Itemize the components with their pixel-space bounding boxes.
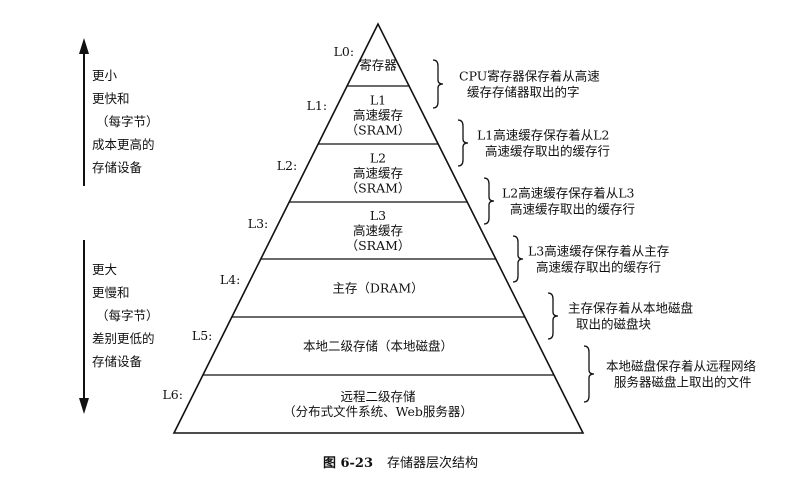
top-side-line: 存储设备 xyxy=(92,160,143,175)
level-note-line: L2高速缓存保存着从L3 xyxy=(502,186,635,201)
brace-icon xyxy=(483,177,495,225)
figure-caption: 图 6-23 存储器层次结构 xyxy=(0,452,801,471)
brace-icon xyxy=(432,59,444,109)
level-content-line: （分布式文件系统、Web服务器） xyxy=(283,404,473,419)
level-content-line: 寄存器 xyxy=(359,58,397,73)
brace-icon xyxy=(457,119,469,167)
bottom-side-line: 差别更低的 xyxy=(92,331,155,346)
bottom-side-line: 更慢和 xyxy=(92,285,130,300)
level-note-line: 缓存存储器取出的字 xyxy=(467,85,580,100)
level-note-line: 取出的磁盘块 xyxy=(576,317,652,332)
level-labels: L0: L1: L2: L3: L4: L5: L6: xyxy=(162,44,354,402)
level-content-line: 主存（DRAM） xyxy=(332,281,423,296)
level-content-line: （SRAM） xyxy=(346,123,411,138)
level-note-line: L1高速缓存保存着从L2 xyxy=(477,128,610,143)
level-label: L3: xyxy=(248,216,268,231)
level-note-line: L3高速缓存保存着从主存 xyxy=(528,244,669,259)
level-content-line: 远程二级存储 xyxy=(340,389,415,404)
bottom-side-line: 存储设备 xyxy=(92,354,143,369)
level-content-line: L2 xyxy=(370,151,386,166)
level-label: L5: xyxy=(192,328,212,343)
level-content-line: L3 xyxy=(370,208,386,223)
caption-title: 存储器层次结构 xyxy=(387,456,479,471)
level-content-line: 高速缓存 xyxy=(353,223,403,238)
level-content-line: （SRAM） xyxy=(346,181,411,196)
bottom-side-line: 更大 xyxy=(92,262,118,277)
level-content-line: 高速缓存 xyxy=(353,166,403,181)
level-label: L1: xyxy=(307,98,327,113)
level-note-line: 服务器磁盘上取出的文件 xyxy=(614,375,752,390)
level-content-line: 本地二级存储（本地磁盘） xyxy=(303,339,453,354)
level-note-line: 高速缓存取出的缓存行 xyxy=(485,144,610,159)
level-note-line: CPU寄存器保存着从高速 xyxy=(459,69,600,84)
top-side-text: 更小 更快和 （每字节） 成本更高的 存储设备 xyxy=(92,64,159,179)
top-side-line: 成本更高的 xyxy=(92,137,155,152)
top-side-line: 更快和 xyxy=(92,91,130,106)
level-content-line: L1 xyxy=(370,93,386,108)
level-note-line: 本地磁盘保存着从远程网络 xyxy=(606,359,757,374)
brace-icon xyxy=(547,292,559,340)
bottom-side-line: （每字节） xyxy=(96,308,159,323)
top-side-line: 更小 xyxy=(92,68,118,83)
brace-icon xyxy=(583,345,595,403)
brace-icon xyxy=(512,235,524,283)
bottom-side-text: 更大 更慢和 （每字节） 差别更低的 存储设备 xyxy=(92,258,159,373)
level-note-line: 主存保存着从本地磁盘 xyxy=(568,301,693,316)
caption-number: 图 6-23 xyxy=(322,456,374,471)
level-label: L0: xyxy=(334,44,354,59)
level-content-line: 高速缓存 xyxy=(353,108,403,123)
bottom-arrow xyxy=(79,240,89,414)
level-content-line: （SRAM） xyxy=(346,238,411,253)
level-label: L6: xyxy=(162,387,182,402)
top-arrow xyxy=(79,38,89,186)
level-dividers xyxy=(202,85,554,376)
level-braces xyxy=(432,59,595,403)
pyramid-outline xyxy=(172,22,585,434)
top-side-line: （每字节） xyxy=(96,114,159,129)
level-notes: CPU寄存器保存着从高速缓存存储器取出的字L1高速缓存保存着从L2高速缓存取出的… xyxy=(459,69,757,390)
level-label: L2: xyxy=(277,158,297,173)
level-note-line: 高速缓存取出的缓存行 xyxy=(510,202,635,217)
level-label: L4: xyxy=(220,272,240,287)
level-contents: 寄存器L1高速缓存（SRAM）L2高速缓存（SRAM）L3高速缓存（SRAM）主… xyxy=(283,58,473,420)
level-note-line: 高速缓存取出的缓存行 xyxy=(536,260,661,275)
